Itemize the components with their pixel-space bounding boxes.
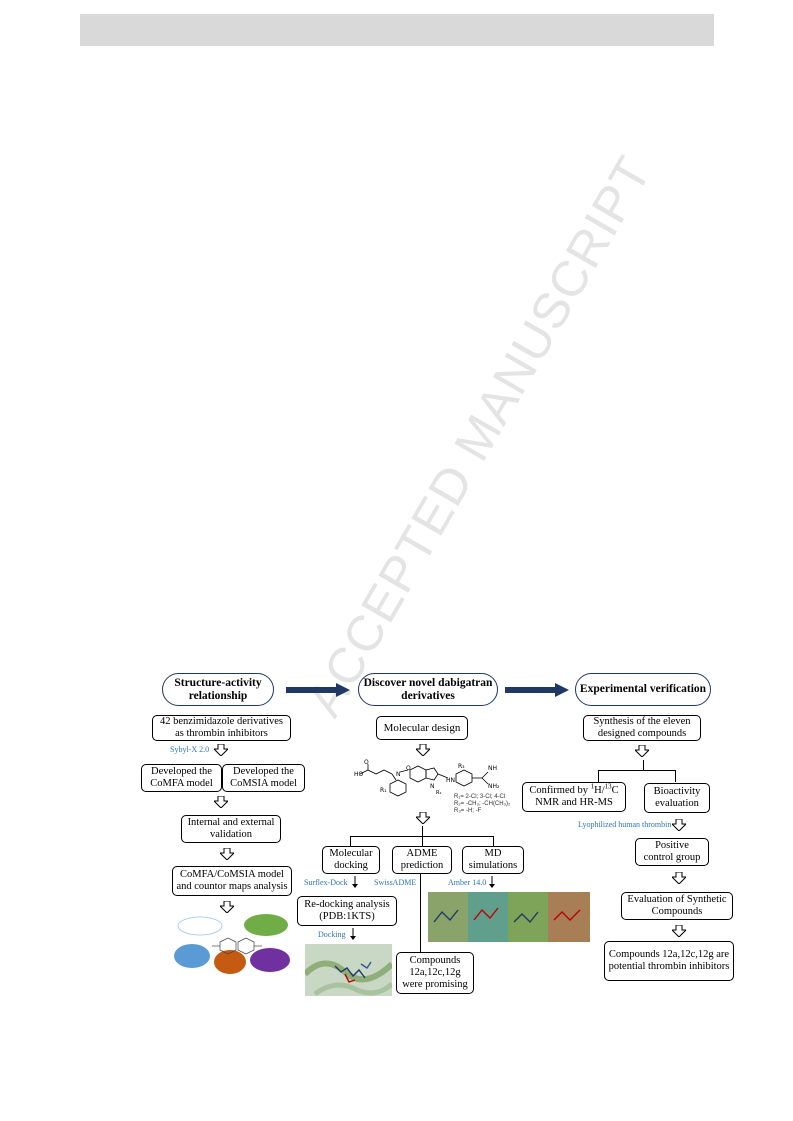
box-contour-analysis: CoMFA/CoMSIA model and countor maps anal…	[172, 866, 292, 896]
svg-text:R₂: R₂	[436, 790, 441, 796]
box-comfa: Developed the CoMFA model	[141, 764, 222, 792]
branch-line	[675, 770, 676, 782]
branch-line	[598, 770, 675, 771]
box-comsia: Developed the CoMSIA model	[222, 764, 305, 792]
box-validation: Internal and external validation	[181, 815, 281, 843]
box-promising: Compounds 12a,12c,12g were promising	[396, 952, 474, 994]
adme-down-line	[420, 874, 421, 960]
tool-swissadme: SwissADME	[374, 878, 417, 887]
svg-text:R₁: R₁	[380, 787, 387, 794]
branch-line	[422, 836, 423, 846]
tool-thrombin: Lyophilized human thrombin	[578, 820, 672, 829]
down-arrow-icon	[214, 796, 228, 808]
box-benzimidazole: 42 benzimidazole derivatives as thrombin…	[152, 715, 291, 741]
tool-sybyl: Sybyl-X 2.0	[170, 745, 210, 754]
box-md-simulations: MD simulations	[462, 846, 524, 874]
down-arrow-icon	[672, 872, 686, 884]
heading-sar: Structure-activity relationship	[162, 673, 274, 706]
heading-experimental: Experimental verification	[575, 673, 711, 706]
box-synthesis: Synthesis of the eleven designed compoun…	[583, 715, 701, 741]
tool-docking: Docking	[318, 930, 346, 939]
branch-line	[493, 836, 494, 846]
branch-line	[643, 760, 644, 770]
down-arrow-icon	[350, 928, 356, 940]
svg-text:O: O	[406, 765, 411, 772]
md-simulation-images	[428, 892, 590, 942]
down-arrow-icon	[416, 744, 430, 756]
box-bioactivity: Bioactivity evaluation	[644, 783, 710, 813]
flow-arrow-2	[505, 683, 569, 697]
box-confirmed-nmr: Confirmed by 1H/13C NMR and HR-MS	[522, 782, 626, 812]
branch-line	[350, 836, 493, 837]
down-arrow-icon	[635, 745, 649, 757]
down-arrow-icon	[672, 819, 686, 831]
box-molecular-design: Molecular design	[376, 716, 468, 740]
svg-text:R₃: R₃	[458, 763, 465, 770]
box-final-compounds: Compounds 12a,12c,12g are potential thro…	[604, 941, 734, 981]
svg-text:N: N	[430, 783, 435, 790]
svg-text:NH: NH	[488, 765, 497, 772]
svg-text:HN: HN	[446, 777, 455, 784]
branch-line	[598, 770, 599, 782]
down-arrow-icon	[220, 901, 234, 913]
contour-map-clouds-figure	[174, 914, 290, 974]
svg-text:HO: HO	[354, 771, 364, 778]
header-bar	[80, 14, 714, 46]
tool-amber: Amber 14.0	[448, 878, 487, 887]
branch-line	[422, 826, 423, 836]
down-arrow-icon	[672, 925, 686, 937]
dabigatran-structure-figure: HO O O N R₁ N R₂ HN R₃ NH NH₂	[354, 759, 500, 797]
substituent-r2: R₂= -CH₃; -CH(CH₃)₂	[454, 801, 511, 807]
docking-pose-image	[305, 944, 392, 996]
branch-line	[350, 836, 351, 846]
flow-arrow-1	[286, 683, 350, 697]
down-arrow-icon	[489, 876, 495, 888]
down-arrow-icon	[220, 848, 234, 860]
down-arrow-icon	[416, 812, 430, 824]
heading-discover: Discover novel dabigatran derivatives	[358, 673, 498, 706]
svg-text:O: O	[364, 759, 369, 766]
box-evaluation: Evaluation of Synthetic Compounds	[621, 892, 733, 920]
box-redocking: Re-docking analysis (PDB:1KTS)	[297, 896, 397, 926]
down-arrow-icon	[214, 744, 228, 756]
tool-surflex: Surflex-Dock	[304, 878, 348, 887]
watermark: ACCEPTED MANUSCRIPT	[295, 146, 663, 726]
svg-text:N: N	[396, 771, 401, 778]
substituent-r3: R₃= -H; -F	[454, 808, 482, 814]
box-molecular-docking: Molecular docking	[322, 846, 380, 874]
down-arrow-icon	[352, 876, 358, 888]
svg-text:NH₂: NH₂	[488, 783, 500, 790]
box-positive-control: Positive control group	[635, 838, 709, 866]
box-adme: ADME prediction	[392, 846, 452, 874]
substituent-r1: R₁= 2-Cl; 3-Cl; 4-Cl	[454, 794, 506, 800]
